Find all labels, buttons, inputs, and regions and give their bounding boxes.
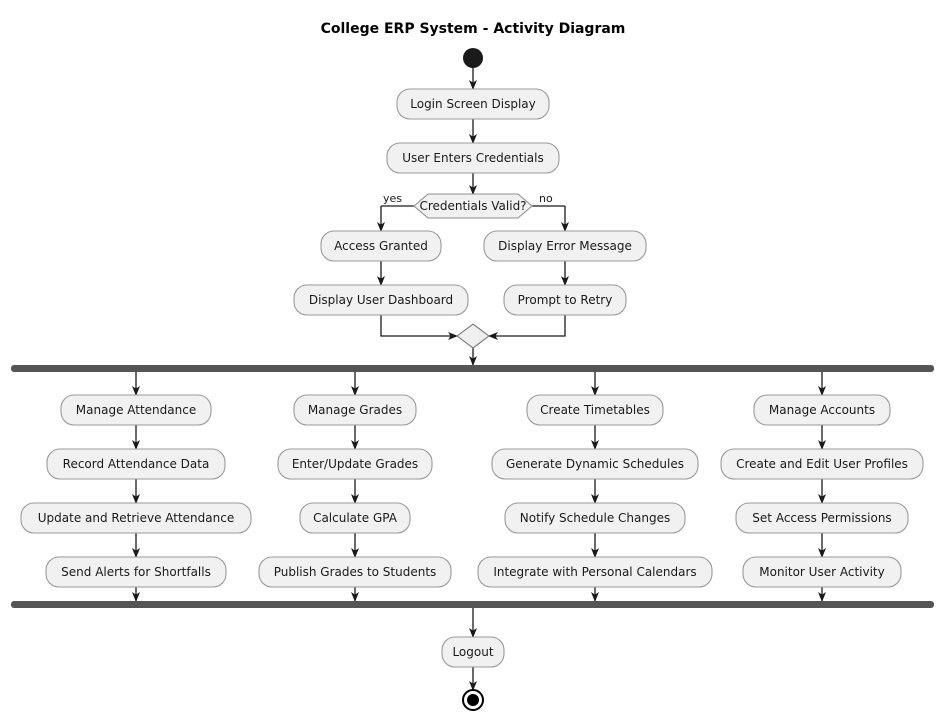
node-shape — [504, 502, 686, 534]
page-title: College ERP System - Activity Diagram — [321, 21, 626, 37]
node-label: Send Alerts for Shortfalls — [61, 565, 211, 579]
node-label: Notify Schedule Changes — [520, 511, 670, 525]
node-shape — [720, 448, 924, 480]
activity-node-publish-grades-to-students[interactable]: Publish Grades to Students — [258, 556, 452, 588]
node-label: Monitor User Activity — [759, 565, 884, 579]
node-shape — [753, 394, 891, 426]
node-shape — [20, 502, 252, 534]
node-label: Manage Accounts — [769, 403, 875, 417]
guard-labels-layer: yes no — [383, 192, 553, 205]
node-shape — [258, 556, 452, 588]
node-shape — [396, 88, 550, 120]
node-shape — [299, 502, 411, 534]
edges-layer — [132, 68, 826, 691]
activity-node-enter-update-grades[interactable]: Enter/Update Grades — [277, 448, 433, 480]
node-label: Integrate with Personal Calendars — [493, 565, 696, 579]
node-label: Manage Attendance — [76, 403, 196, 417]
activity-node-create-and-edit-user-profiles[interactable]: Create and Edit User Profiles — [720, 448, 924, 480]
node-shape — [320, 230, 442, 262]
node-label: Publish Grades to Students — [274, 565, 437, 579]
activity-node-manage-attendance[interactable]: Manage Attendance — [60, 394, 212, 426]
activity-node-access-granted[interactable]: Access Granted — [320, 230, 442, 262]
node-shape — [60, 394, 212, 426]
node-shape — [45, 556, 227, 588]
activity-node-integrate-with-personal-calendars[interactable]: Integrate with Personal Calendars — [477, 556, 713, 588]
node-shape — [277, 448, 433, 480]
activity-node-logout[interactable]: Logout — [441, 636, 505, 668]
node-shape — [477, 556, 713, 588]
node-label: Record Attendance Data — [63, 457, 210, 471]
node-shape — [293, 394, 417, 426]
activity-node-user-enters-credentials[interactable]: User Enters Credentials — [386, 142, 560, 174]
activity-node-prompt-to-retry[interactable]: Prompt to Retry — [503, 284, 627, 316]
join-bar — [11, 601, 934, 608]
activity-node-generate-dynamic-schedules[interactable]: Generate Dynamic Schedules — [491, 448, 699, 480]
initial-node — [463, 48, 483, 68]
node-label: Calculate GPA — [313, 511, 398, 525]
node-label: Display Error Message — [498, 239, 632, 253]
node-label: Create Timetables — [540, 403, 650, 417]
node-shape — [742, 556, 902, 588]
activity-node-notify-schedule-changes[interactable]: Notify Schedule Changes — [504, 502, 686, 534]
node-label: Generate Dynamic Schedules — [506, 457, 684, 471]
activity-node-calculate-gpa[interactable]: Calculate GPA — [299, 502, 411, 534]
node-label: Manage Grades — [308, 403, 402, 417]
activity-node-display-error-message[interactable]: Display Error Message — [483, 230, 647, 262]
node-label: Enter/Update Grades — [292, 457, 418, 471]
activity-node-set-access-permissions[interactable]: Set Access Permissions — [735, 502, 909, 534]
edge-prompt-retry-to-merge — [488, 315, 566, 340]
node-shape — [386, 142, 560, 174]
guard-label-no: no — [539, 192, 553, 205]
node-shape — [293, 284, 469, 316]
final-node-dot — [467, 694, 479, 706]
activity-node-create-timetables[interactable]: Create Timetables — [526, 394, 664, 426]
fork-bar — [11, 365, 934, 372]
node-label: Prompt to Retry — [518, 293, 613, 307]
terminal-nodes-layer — [462, 48, 484, 711]
node-shape — [735, 502, 909, 534]
decision-shape — [413, 193, 533, 219]
node-label: Login Screen Display — [410, 97, 536, 111]
activity-node-record-attendance-data[interactable]: Record Attendance Data — [46, 448, 226, 480]
node-shape — [441, 636, 505, 668]
activity-node-manage-accounts[interactable]: Manage Accounts — [753, 394, 891, 426]
activity-node-monitor-user-activity[interactable]: Monitor User Activity — [742, 556, 902, 588]
control-bars-layer — [11, 365, 934, 608]
edge-dashboard-to-merge — [380, 315, 458, 340]
activity-node-update-and-retrieve-attendance[interactable]: Update and Retrieve Attendance — [20, 502, 252, 534]
node-label: Logout — [452, 645, 493, 659]
node-label: Set Access Permissions — [752, 511, 891, 525]
node-shape — [483, 230, 647, 262]
guard-label-yes: yes — [383, 192, 402, 205]
node-label: Create and Edit User Profiles — [736, 457, 908, 471]
merge-node — [456, 323, 490, 349]
final-node — [462, 689, 484, 711]
node-shape — [46, 448, 226, 480]
node-label: Update and Retrieve Attendance — [38, 511, 234, 525]
node-label: Access Granted — [334, 239, 428, 253]
node-shape — [526, 394, 664, 426]
activity-node-send-alerts-for-shortfalls[interactable]: Send Alerts for Shortfalls — [45, 556, 227, 588]
activity-node-manage-grades[interactable]: Manage Grades — [293, 394, 417, 426]
node-shape — [491, 448, 699, 480]
node-shape — [503, 284, 627, 316]
node-label: User Enters Credentials — [402, 151, 543, 165]
activity-node-login-screen-display[interactable]: Login Screen Display — [396, 88, 550, 120]
node-label: Display User Dashboard — [309, 293, 453, 307]
decision-label: Credentials Valid? — [419, 199, 526, 213]
activity-node-display-user-dashboard[interactable]: Display User Dashboard — [293, 284, 469, 316]
decision-node-credentials-valid[interactable]: Credentials Valid? — [413, 193, 533, 219]
